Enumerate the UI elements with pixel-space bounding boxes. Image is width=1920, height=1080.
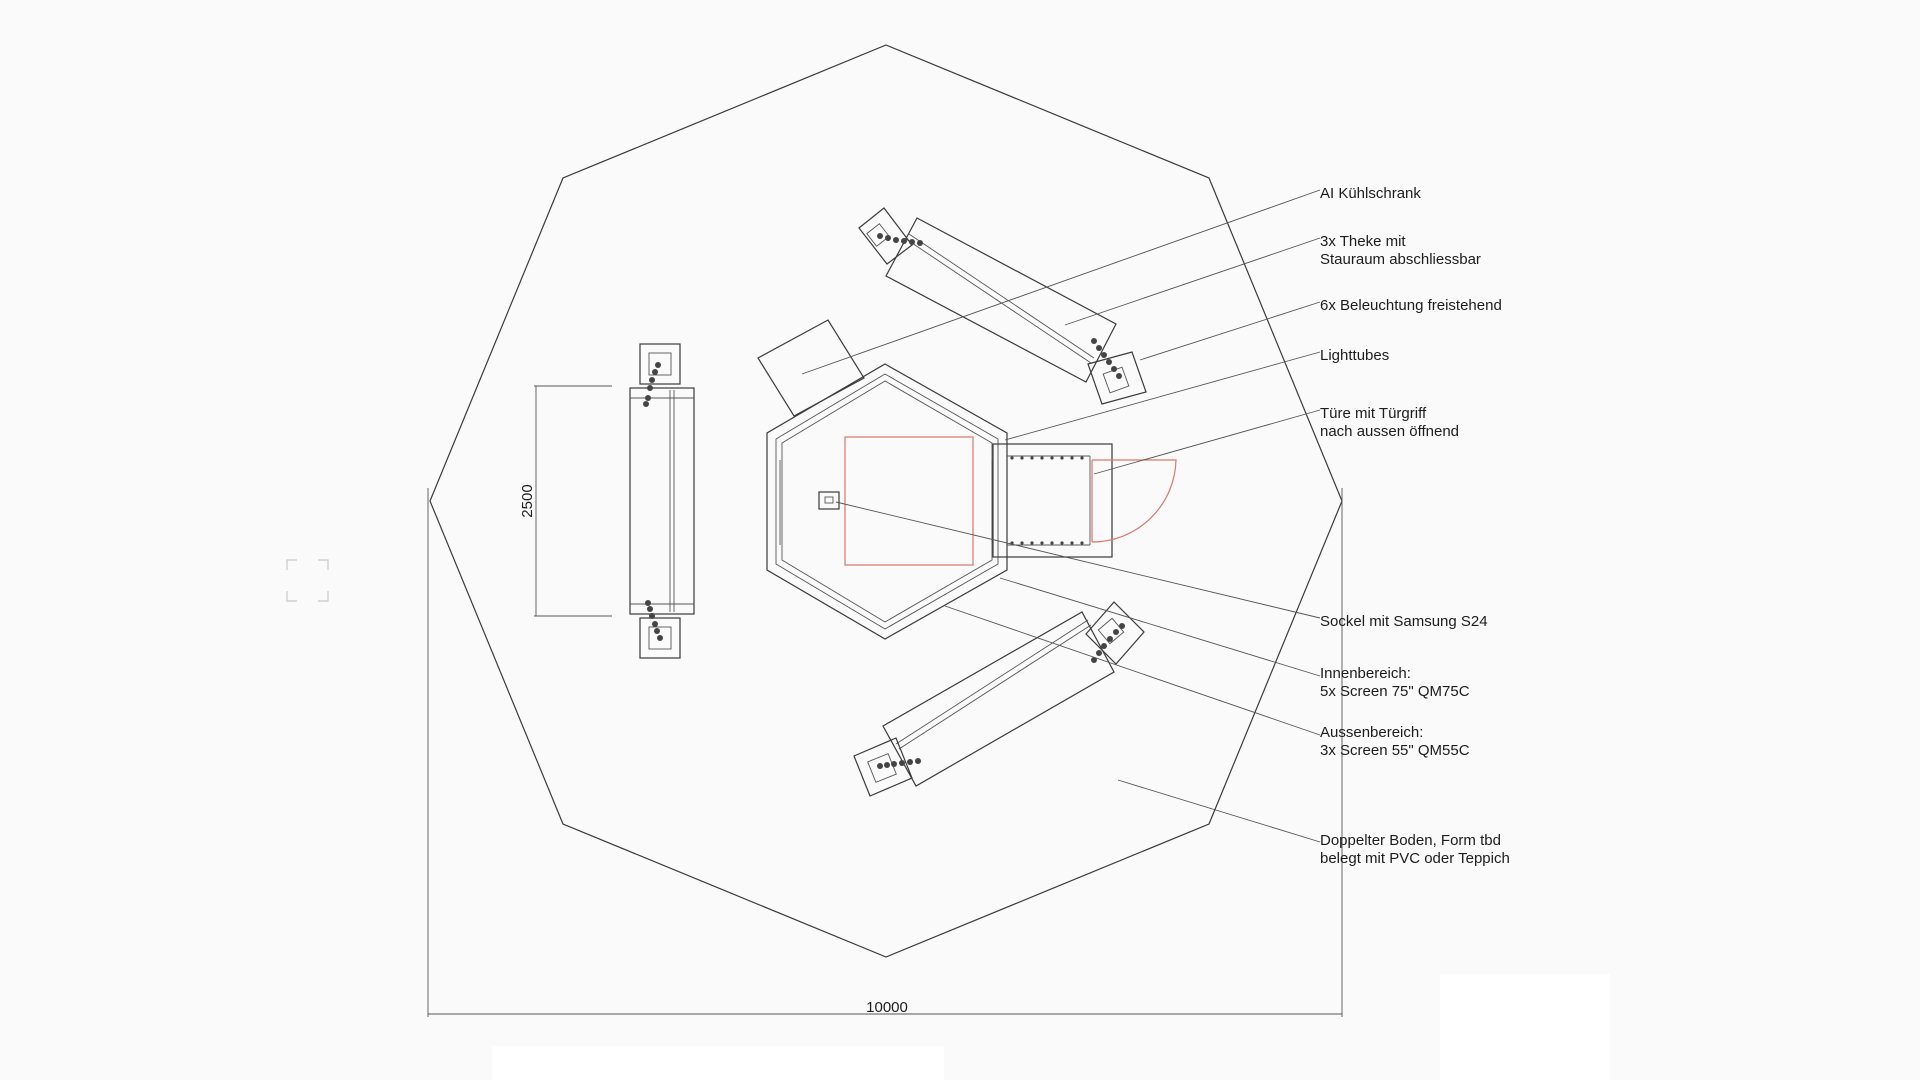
counter-left xyxy=(629,343,695,659)
label-lighttubes: Lighttubes xyxy=(1320,347,1389,364)
label-indoor-line2: 5x Screen 75" QM75C xyxy=(1320,683,1470,700)
inner-area xyxy=(844,436,974,566)
label-outdoor-line2: 3x Screen 55" QM55C xyxy=(1320,742,1470,759)
blank-panel xyxy=(492,1046,944,1080)
lamp-icon xyxy=(877,233,923,246)
pedestal xyxy=(818,491,840,510)
label-indoor-line1: Innenbereich: xyxy=(1320,665,1411,682)
door-corridor xyxy=(992,443,1113,558)
label-door-line2: nach aussen öffnend xyxy=(1320,423,1459,440)
label-fridge: AI Kühlschrank xyxy=(1320,185,1421,202)
label-floor-line1: Doppelter Boden, Form tbd xyxy=(1320,832,1501,849)
lamp-icon xyxy=(877,758,921,769)
label-door-line1: Türe mit Türgriff xyxy=(1320,405,1427,422)
lamp-icon xyxy=(1091,623,1125,663)
lamp-icon xyxy=(643,362,661,407)
label-counter-line2: Stauraum abschliessbar xyxy=(1320,251,1481,268)
cabin-hexagon xyxy=(766,363,1008,640)
lighttube-icon xyxy=(1010,456,1084,545)
door-swing xyxy=(1091,459,1177,543)
fridge xyxy=(757,319,865,417)
counter-bottom-right xyxy=(853,601,1145,797)
annotation-labels: AI Kühlschrank 3x Theke mit Stauraum abs… xyxy=(1320,185,1510,867)
lamp-icon xyxy=(1091,338,1122,379)
width-dimension: 10000 xyxy=(427,488,1343,1017)
width-dimension-text: 10000 xyxy=(866,999,908,1016)
label-lighting: 6x Beleuchtung freistehend xyxy=(1320,297,1502,314)
lamp-icon xyxy=(645,600,663,641)
leader-lines xyxy=(801,189,1321,843)
counter-dimension: 2500 xyxy=(519,385,612,617)
blank-panel xyxy=(1440,974,1610,1080)
fullscreen-icon[interactable] xyxy=(286,559,329,602)
label-counter-line1: 3x Theke mit xyxy=(1320,233,1406,250)
label-outdoor-line1: Aussenbereich: xyxy=(1320,724,1423,741)
counter-top-right xyxy=(858,207,1147,405)
label-pedestal: Sockel mit Samsung S24 xyxy=(1320,613,1488,630)
floor-octagon xyxy=(429,44,1343,958)
counter-dimension-text: 2500 xyxy=(519,484,536,517)
label-floor-line2: belegt mit PVC oder Teppich xyxy=(1320,850,1510,867)
